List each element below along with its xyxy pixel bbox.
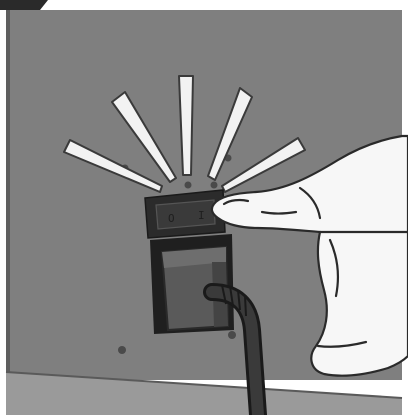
hand-palm	[311, 232, 408, 376]
frame-corner	[0, 0, 48, 10]
screw-hole	[228, 331, 236, 339]
switch-rocker[interactable]	[156, 200, 215, 229]
switch-label-on: I	[198, 209, 205, 222]
panel-edge	[6, 10, 10, 380]
screw-hole	[118, 346, 126, 354]
screw-hole	[211, 182, 218, 189]
screw-hole	[185, 182, 192, 189]
switch-label-off: O	[168, 212, 175, 225]
